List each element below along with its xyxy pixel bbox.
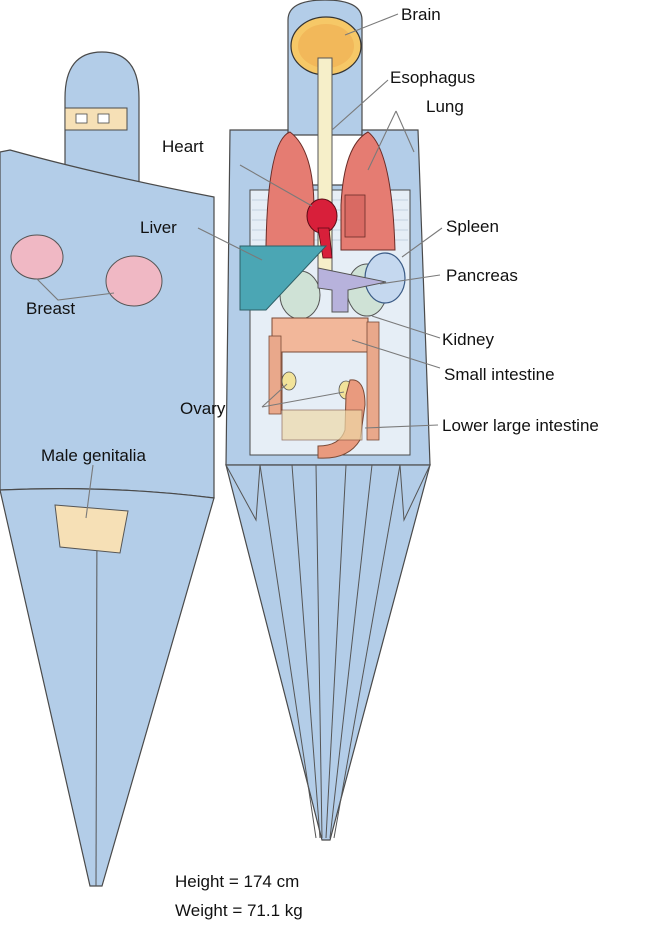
eye-slot-left: [76, 114, 87, 123]
breast-right: [106, 256, 162, 306]
lung-notch: [345, 195, 365, 237]
pelvis-block: [282, 410, 362, 440]
label-ovary: Ovary: [180, 399, 226, 418]
label-liver: Liver: [140, 218, 177, 237]
spleen-shape: [365, 253, 405, 303]
eye-window: [65, 108, 127, 130]
intestine-wall-left: [269, 336, 281, 414]
label-kidney: Kidney: [442, 330, 494, 349]
intestine-wall-right: [367, 322, 379, 440]
label-breast: Breast: [26, 299, 75, 318]
weight-stat: Weight = 71.1 kg: [175, 901, 303, 920]
label-lung: Lung: [426, 97, 464, 116]
label-spleen: Spleen: [446, 217, 499, 236]
label-male-genitalia: Male genitalia: [41, 446, 146, 465]
label-pancreas: Pancreas: [446, 266, 518, 285]
breast-left: [11, 235, 63, 279]
label-lower-large-intestine: Lower large intestine: [442, 416, 599, 435]
label-small-intestine: Small intestine: [444, 365, 555, 384]
cutaway-phantom: [198, 0, 442, 840]
height-stat: Height = 174 cm: [175, 872, 299, 891]
male-genitalia-shape: [55, 505, 128, 553]
label-esophagus: Esophagus: [390, 68, 475, 87]
label-heart: Heart: [162, 137, 204, 156]
eye-slot-right: [98, 114, 109, 123]
cutaway-legs: [226, 465, 430, 840]
exterior-phantom: [0, 52, 214, 886]
label-brain: Brain: [401, 5, 441, 24]
